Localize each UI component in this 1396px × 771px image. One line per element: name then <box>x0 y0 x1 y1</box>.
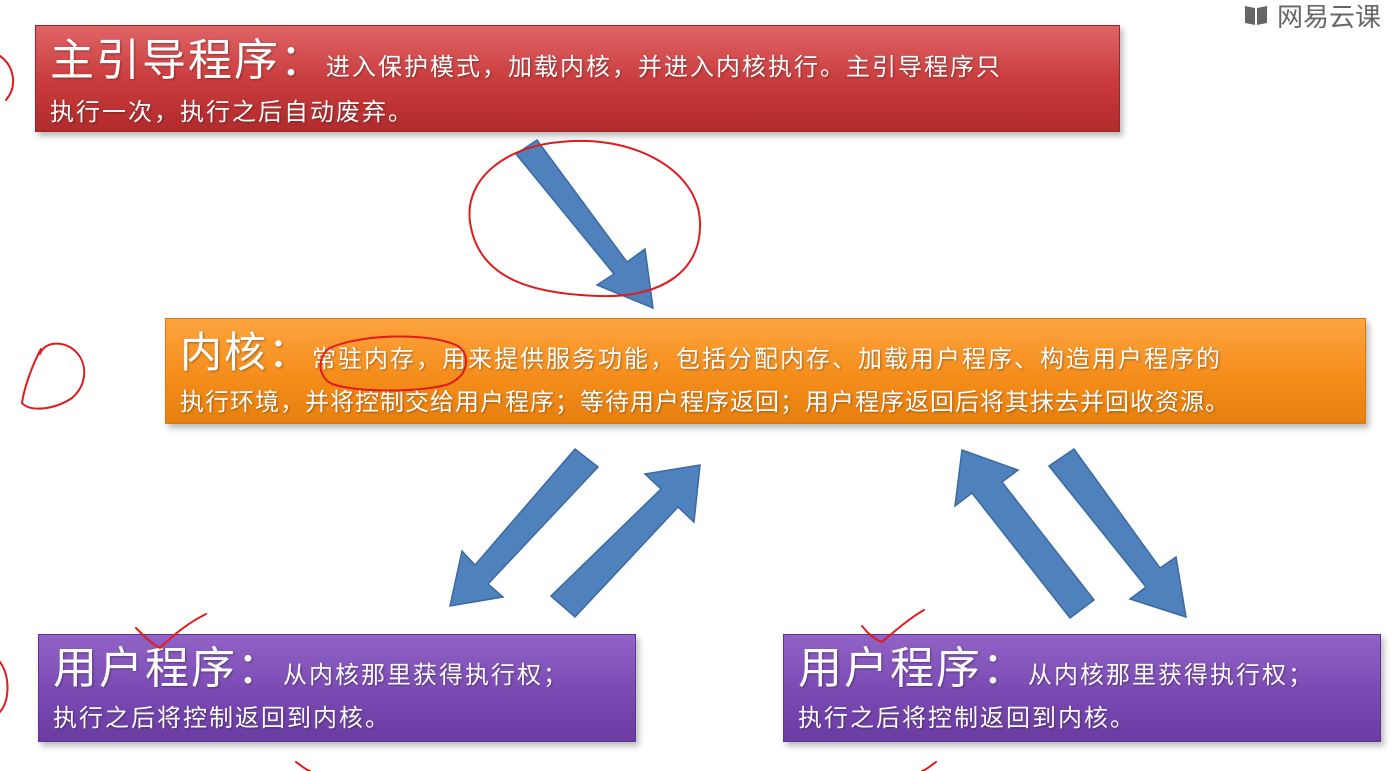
annotation-partial-top <box>0 55 15 101</box>
annotation-circle-resident-memory <box>319 335 468 392</box>
annotation-stroke-bottom-right <box>921 761 937 771</box>
user-program-left-line1: 从内核那里获得执行权； <box>283 661 569 689</box>
user-program-right-line2: 执行之后将控制返回到内核。 <box>798 704 1136 732</box>
boot-program-line1: 进入保护模式，加载内核，并进入内核执行。主引导程序只 <box>326 53 1002 81</box>
user-program-box-left: 用户程序：从内核那里获得执行权； 执行之后将控制返回到内核。 <box>38 634 636 742</box>
user-program-box-right: 用户程序：从内核那里获得执行权； 执行之后将控制返回到内核。 <box>783 634 1381 742</box>
netease-logo: 网易云课 <box>1243 0 1396 30</box>
annotation-circle-arrow <box>468 139 702 298</box>
logo-text: 网易云课 <box>1277 2 1382 31</box>
kernel-line2: 执行环境，并将控制交给用户程序；等待用户程序返回；用户程序返回后将其抹去并回收资… <box>180 388 1230 416</box>
user-program-title-left: 用户程序： <box>53 643 283 694</box>
user-program-left-line2: 执行之后将控制返回到内核。 <box>53 704 391 732</box>
annotation-check-left <box>135 613 207 649</box>
arrow-user-left-to-kernel <box>549 464 701 619</box>
user-program-title-right: 用户程序： <box>798 643 1028 694</box>
arrow-boot-to-kernel <box>514 138 654 310</box>
boot-program-box: 主引导程序：进入保护模式，加载内核，并进入内核执行。主引导程序只 执行一次，执行… <box>35 25 1120 132</box>
kernel-box: 内核：常驻内存，用来提供服务功能，包括分配内存、加载用户程序、构造用户程序的 执… <box>165 318 1366 424</box>
annotation-check-right <box>861 609 925 643</box>
kernel-line1: 用来提供服务功能，包括分配内存、加载用户程序、构造用户程序的 <box>442 345 1223 373</box>
boot-program-line2: 执行一次，执行之后自动废弃。 <box>50 98 414 126</box>
boot-program-title: 主引导程序： <box>50 35 326 86</box>
kernel-resident-memory: 常驻内存， <box>312 345 443 373</box>
arrow-kernel-to-user-right <box>1047 447 1187 619</box>
kernel-title: 内核： <box>180 328 313 377</box>
user-program-right-line1: 从内核那里获得执行权； <box>1028 661 1314 689</box>
arrow-kernel-to-user-left <box>449 447 600 607</box>
annotation-stroke-bottom-left <box>295 761 311 771</box>
annotation-mark-1 <box>21 342 86 410</box>
arrow-user-right-to-kernel <box>954 448 1096 620</box>
book-icon <box>1245 6 1267 25</box>
annotation-partial-bottom <box>0 661 9 713</box>
